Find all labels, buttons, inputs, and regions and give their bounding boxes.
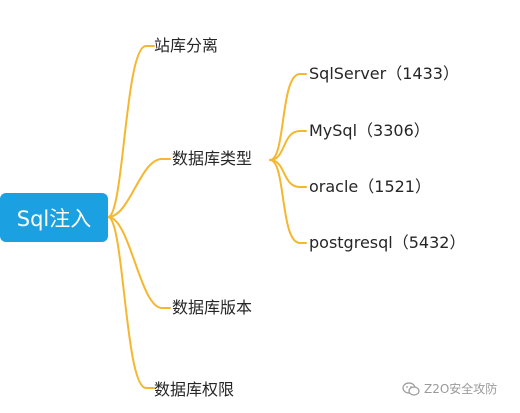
leaf-mysql[interactable]: MySql（3306） xyxy=(309,121,430,140)
root-node[interactable]: Sql注入 xyxy=(0,193,108,242)
branch-database-version[interactable]: 数据库版本 xyxy=(172,298,253,317)
branch-database-permission[interactable]: 数据库权限 xyxy=(154,380,235,399)
leaf-sqlserver[interactable]: SqlServer（1433） xyxy=(309,64,459,83)
watermark-text: Z2O安全攻防 xyxy=(424,382,498,396)
watermark: Z2O安全攻防 xyxy=(402,380,497,397)
connector-root-version xyxy=(107,216,163,309)
connector-type-sqlserver xyxy=(269,73,301,161)
wechat-icon xyxy=(402,381,420,396)
connector-root-zhanku xyxy=(107,45,147,218)
branch-database-type[interactable]: 数据库类型 xyxy=(172,149,253,168)
leaf-oracle[interactable]: oracle（1521） xyxy=(309,177,431,196)
connector-type-postgresql xyxy=(269,159,301,244)
leaf-postgresql[interactable]: postgresql（5432） xyxy=(309,233,466,252)
connector-type-mysql xyxy=(269,130,301,161)
connector-root-permission xyxy=(107,216,147,389)
branch-zhanku-fenli[interactable]: 站库分离 xyxy=(154,36,219,55)
connector-root-type xyxy=(107,158,163,218)
